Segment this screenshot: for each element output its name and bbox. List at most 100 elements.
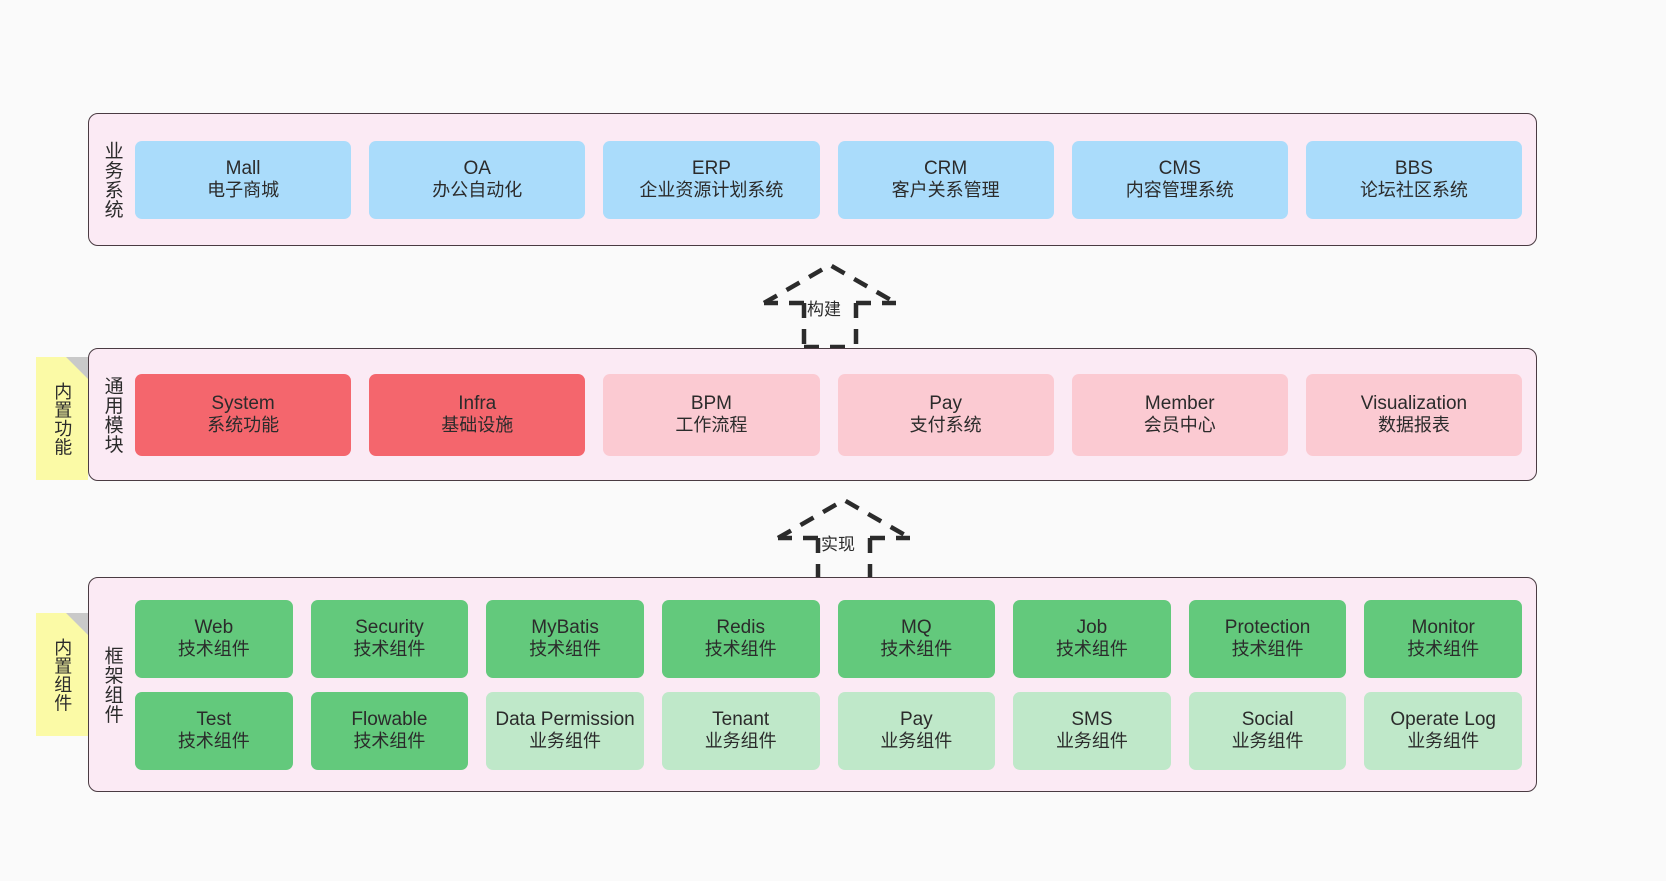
card-crm-name: CRM [923,157,968,179]
card-social-desc: 业务组件 [1231,731,1304,752]
card-cms-desc: 内容管理系统 [1125,180,1234,201]
card-system-name: System [211,392,275,414]
business-systems-row: Mall 电子商城 OA 办公自动化 ERP 企业资源计划系统 CRM 客户关系… [135,140,1523,219]
layer-framework-components-title: 框架组件 [101,645,123,724]
common-modules-row: System 系统功能 Infra 基础设施 BPM 工作流程 Pay 支付系统… [135,373,1523,456]
arrow-build-icon [762,262,898,350]
card-job-name: Job [1076,616,1108,638]
layer-common-modules-body: System 系统功能 Infra 基础设施 BPM 工作流程 Pay 支付系统… [135,349,1536,480]
card-tenant[interactable]: Tenant 业务组件 [661,691,820,770]
card-job-desc: 技术组件 [1055,639,1128,660]
card-bpm-name: BPM [690,392,733,414]
card-tenant-desc: 业务组件 [704,731,777,752]
card-mall-name: Mall [225,157,261,179]
card-test-name: Test [196,708,232,730]
card-member[interactable]: Member 会员中心 [1071,373,1288,456]
card-monitor-desc: 技术组件 [1407,639,1480,660]
card-infra-name: Infra [458,392,497,414]
note-builtin-function: 内置功能 [36,357,88,480]
card-security[interactable]: Security 技术组件 [310,599,469,678]
card-social-name: Social [1241,708,1294,730]
card-test[interactable]: Test 技术组件 [135,691,293,770]
arrow-build-label: 构建 [807,300,841,319]
card-cms[interactable]: CMS 内容管理系统 [1071,140,1288,219]
card-bbs[interactable]: BBS 论坛社区系统 [1305,140,1523,219]
card-operate-log[interactable]: Operate Log 业务组件 [1364,691,1522,770]
card-protection-name: Protection [1224,616,1311,638]
card-mq-name: MQ [901,616,932,638]
card-mq-desc: 技术组件 [880,639,953,660]
arrow-implement: 实现 [766,490,926,585]
card-oa[interactable]: OA 办公自动化 [369,140,586,219]
card-system-desc: 系统功能 [207,415,280,436]
card-crm-desc: 客户关系管理 [891,180,1000,201]
card-monitor[interactable]: Monitor 技术组件 [1364,599,1522,678]
card-redis-desc: 技术组件 [704,639,777,660]
card-pay-module[interactable]: Pay 支付系统 [837,373,1054,456]
card-mybatis[interactable]: MyBatis 技术组件 [486,599,644,678]
card-flowable[interactable]: Flowable 技术组件 [310,691,469,770]
card-security-name: Security [355,616,424,638]
layer-business-systems: 业务系统 Mall 电子商城 OA 办公自动化 ERP 企业资源计划系统 CRM… [88,113,1537,246]
card-social[interactable]: Social 业务组件 [1188,691,1347,770]
layer-common-modules-title: 通用模块 [101,375,123,454]
card-member-desc: 会员中心 [1143,415,1216,436]
card-visualization-name: Visualization [1360,392,1468,414]
card-erp[interactable]: ERP 企业资源计划系统 [603,140,820,219]
card-web[interactable]: Web 技术组件 [135,599,293,678]
card-redis-name: Redis [716,616,765,638]
card-mall[interactable]: Mall 电子商城 [135,140,352,219]
card-tenant-name: Tenant [712,708,770,730]
card-bbs-desc: 论坛社区系统 [1359,180,1468,201]
layer-framework-components: 框架组件 Web 技术组件 Security 技术组件 MyBatis 技术组件… [88,577,1537,792]
card-infra-desc: 基础设施 [441,415,514,436]
note-builtin-function-label: 内置功能 [52,381,73,456]
card-mq[interactable]: MQ 技术组件 [837,599,996,678]
card-erp-desc: 企业资源计划系统 [639,180,784,201]
card-sms-desc: 业务组件 [1055,731,1128,752]
card-visualization-desc: 数据报表 [1377,415,1450,436]
layer-business-systems-title: 业务系统 [101,140,123,219]
card-mybatis-name: MyBatis [531,616,599,638]
card-member-name: Member [1144,392,1215,414]
card-protection-desc: 技术组件 [1231,639,1304,660]
card-protection[interactable]: Protection 技术组件 [1188,599,1347,678]
card-pay-module-desc: 支付系统 [909,415,982,436]
card-infra[interactable]: Infra 基础设施 [369,373,586,456]
card-sms[interactable]: SMS 业务组件 [1013,691,1171,770]
card-oa-name: OA [463,157,491,179]
card-pay-component[interactable]: Pay 业务组件 [837,691,996,770]
card-data-permission[interactable]: Data Permission 业务组件 [486,691,644,770]
arrow-implement-icon [776,497,912,585]
card-flowable-name: Flowable [351,708,428,730]
card-mall-desc: 电子商城 [207,180,280,201]
card-bpm-desc: 工作流程 [675,415,748,436]
layer-common-modules: 通用模块 System 系统功能 Infra 基础设施 BPM 工作流程 Pay… [88,348,1537,481]
framework-tech-row: Web 技术组件 Security 技术组件 MyBatis 技术组件 Redi… [135,599,1522,678]
framework-business-row: Test 技术组件 Flowable 技术组件 Data Permission … [135,691,1522,770]
note-builtin-component: 内置组件 [36,613,88,736]
layer-business-systems-body: Mall 电子商城 OA 办公自动化 ERP 企业资源计划系统 CRM 客户关系… [135,114,1536,245]
card-job[interactable]: Job 技术组件 [1013,599,1171,678]
card-monitor-name: Monitor [1411,616,1475,638]
card-erp-name: ERP [691,157,731,179]
card-pay-module-name: Pay [929,392,962,414]
card-pay-component-desc: 业务组件 [880,731,953,752]
card-operate-log-name: Operate Log [1390,708,1496,730]
card-oa-desc: 办公自动化 [432,180,523,201]
arrow-implement-label: 实现 [821,535,855,554]
arrow-build: 构建 [752,255,912,350]
card-system[interactable]: System 系统功能 [135,373,352,456]
card-web-desc: 技术组件 [177,639,250,660]
card-data-permission-name: Data Permission [495,708,635,730]
card-bpm[interactable]: BPM 工作流程 [603,373,820,456]
card-redis[interactable]: Redis 技术组件 [661,599,820,678]
card-cms-name: CMS [1158,157,1201,179]
card-bbs-name: BBS [1394,157,1433,179]
card-visualization[interactable]: Visualization 数据报表 [1305,373,1523,456]
card-crm[interactable]: CRM 客户关系管理 [837,140,1054,219]
card-data-permission-desc: 业务组件 [529,731,602,752]
card-security-desc: 技术组件 [353,639,426,660]
card-test-desc: 技术组件 [177,731,250,752]
